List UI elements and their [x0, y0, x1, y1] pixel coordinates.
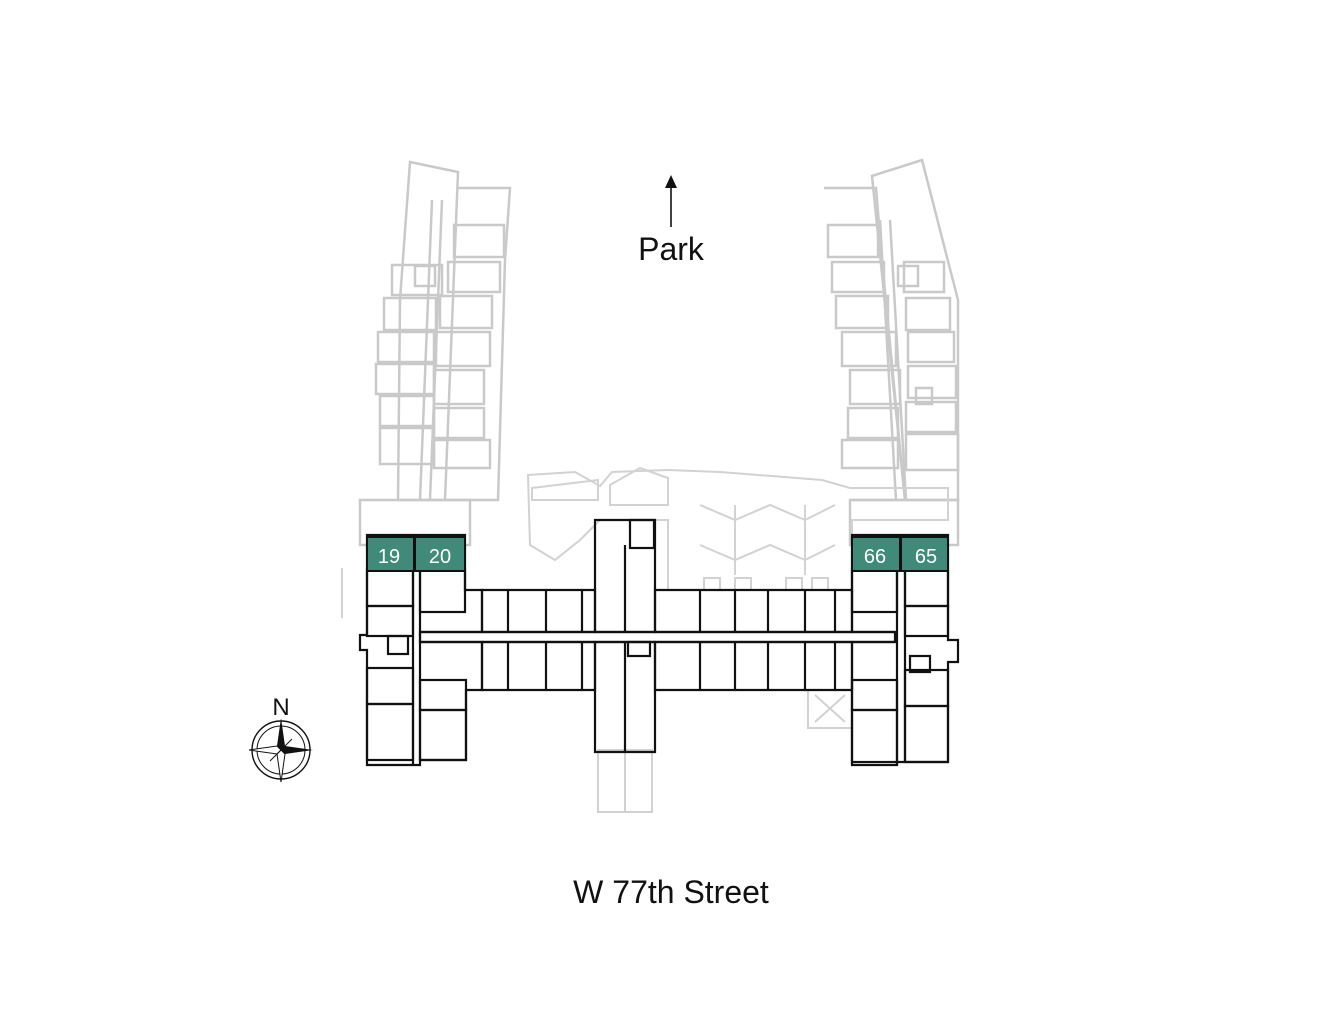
- park-arrow: [665, 175, 677, 227]
- north-label: N: [272, 694, 289, 721]
- unit-20-number: 20: [429, 546, 451, 568]
- courtyard-amenity: [341, 466, 949, 813]
- unit-19-number: 19: [378, 546, 400, 568]
- unit-65-box[interactable]: [900, 536, 949, 572]
- main-building: [358, 518, 960, 767]
- compass-icon: [248, 718, 313, 783]
- street-label: W 77th Street: [573, 874, 769, 910]
- unit-66-box[interactable]: [851, 536, 901, 572]
- highlighted-units: 19 20 66 65: [366, 536, 949, 572]
- park-label: Park: [638, 231, 705, 267]
- unit-66-number: 66: [864, 546, 886, 568]
- west-north-wing: [358, 160, 512, 547]
- unit-20-box[interactable]: [414, 536, 466, 572]
- unit-65-number: 65: [915, 546, 937, 568]
- east-north-wing: [824, 158, 960, 547]
